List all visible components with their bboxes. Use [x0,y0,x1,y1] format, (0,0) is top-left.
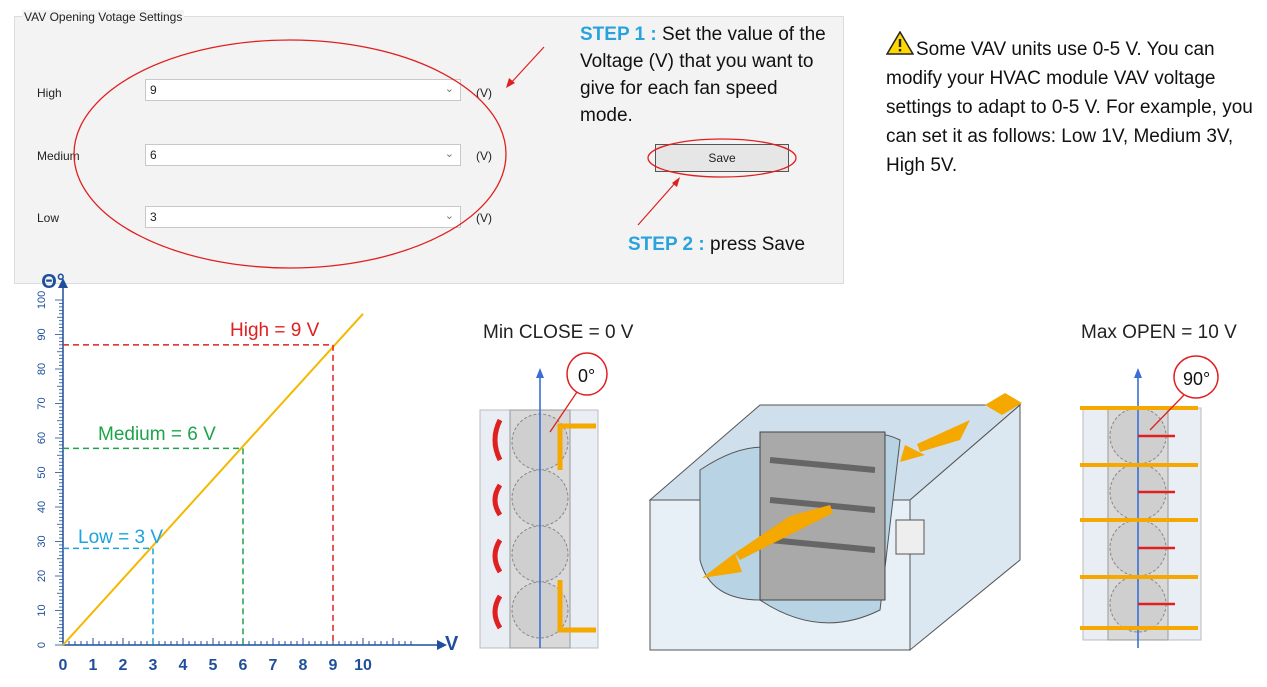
min-close-label: Min CLOSE = 0 V [483,322,634,343]
x-axis-label: V [445,633,459,655]
chevron-down-icon: ⌄ [444,83,454,95]
high-voltage-select[interactable]: 9 ⌄ [145,79,461,101]
warning-icon [885,30,916,64]
low-voltage-select[interactable]: 3 ⌄ [145,206,461,228]
y-tick-label: 100 [36,291,48,309]
medium-voltage-value: 6 [150,148,157,162]
annotation-label: Medium = 6 V [98,424,216,445]
x-axis-arrow [437,640,447,650]
y-tick-label: 30 [36,535,48,547]
closed-damper-illustration [479,352,608,649]
x-tick-label: 2 [119,657,128,674]
y-tick-label: 70 [36,397,48,409]
x-tick-label: 5 [209,657,218,674]
low-voltage-value: 3 [150,210,157,224]
y-tick-label: 20 [36,570,48,582]
x-tick-label: 4 [179,657,188,674]
y-axis-arrow [58,278,68,288]
x-tick-label: 7 [269,657,278,674]
open-damper-illustration [1080,355,1219,648]
warning-note: Some VAV units use 0-5 V. You can modify… [885,30,1261,180]
medium-label: Medium [37,149,80,163]
warning-text: Some VAV units use 0-5 V. You can modify… [886,39,1253,176]
y-tick-label: 90 [36,328,48,340]
x-tick-label: 3 [149,657,158,674]
x-tick-label: 8 [299,657,308,674]
panel-title: VAV Opening Votage Settings [22,10,185,24]
low-label: Low [37,211,60,225]
closed-angle-label: 0° [578,366,595,386]
step1-body: Set the value of the Voltage (V) that yo… [580,24,826,126]
chevron-down-icon: ⌄ [444,148,454,160]
low-unit: (V) [476,211,492,225]
step2-arrow [637,181,677,226]
y-axis-label: Θ° [41,271,65,293]
high-unit: (V) [476,86,492,100]
settings-ellipse [73,39,507,269]
y-tick-label: 0 [36,642,48,648]
save-ellipse [647,138,797,178]
step1-arrow [509,46,545,85]
x-tick-label: 6 [239,657,248,674]
y-tick-label: 60 [36,432,48,444]
step2-text: STEP 2 : press Save [628,231,805,258]
x-tick-label: 10 [354,657,372,674]
step1-text: STEP 1 : Set the value of the Voltage (V… [580,21,830,129]
y-tick-label: 10 [36,604,48,616]
open-angle-label: 90° [1183,369,1210,389]
high-label: High [37,86,62,100]
medium-unit: (V) [476,149,492,163]
duct-damper-illustration [648,393,1022,652]
step1-prefix: STEP 1 : [580,24,657,45]
high-voltage-value: 9 [150,83,157,97]
save-button[interactable]: Save [655,144,789,172]
y-tick-label: 80 [36,363,48,375]
x-tick-label: 9 [329,657,338,674]
y-tick-label: 50 [36,466,48,478]
step2-body: press Save [710,234,806,255]
annotation-label: High = 9 V [230,320,320,341]
x-tick-label: 0 [59,657,68,674]
annotation-label: Low = 3 V [78,527,163,548]
chevron-down-icon: ⌄ [444,210,454,222]
medium-voltage-select[interactable]: 6 ⌄ [145,144,461,166]
max-open-label: Max OPEN = 10 V [1081,322,1237,343]
x-tick-label: 1 [89,657,98,674]
step2-prefix: STEP 2 : [628,234,705,255]
series-line [62,313,364,646]
y-tick-label: 40 [36,501,48,513]
